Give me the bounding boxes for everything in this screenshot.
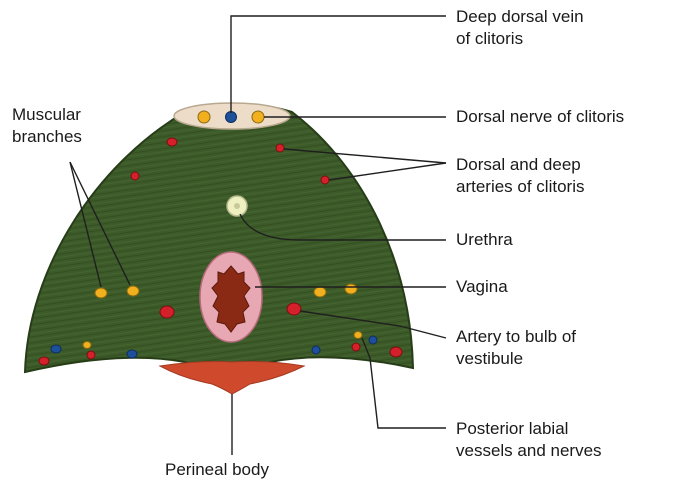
dorsal-nerve-right (252, 111, 264, 123)
artery-dot (167, 138, 177, 146)
label-line: Artery to bulb of (456, 326, 576, 348)
artery-to-bulb (287, 303, 301, 315)
nerve-dot (314, 287, 326, 297)
label-line: Muscular (12, 104, 82, 126)
artery-dot (276, 144, 284, 152)
label-posterior-labial: Posterior labial vessels and nerves (456, 418, 602, 462)
labial-artery (39, 357, 49, 365)
label-muscular-branches: Muscular branches (12, 104, 82, 148)
labial-artery (390, 347, 402, 357)
label-line: vestibule (456, 348, 576, 370)
muscular-branch-nerve (127, 286, 139, 296)
deep-dorsal-vein (226, 112, 237, 123)
label-deep-dorsal-vein: Deep dorsal vein of clitoris (456, 6, 584, 50)
urethra-lumen (234, 203, 240, 209)
label-artery-bulb: Artery to bulb of vestibule (456, 326, 576, 370)
labial-nerve (83, 342, 91, 349)
label-line: of clitoris (456, 28, 584, 50)
label-line: vessels and nerves (456, 440, 602, 462)
labial-artery (87, 351, 95, 359)
vagina-lumen (212, 266, 250, 332)
leader-deep-dorsal-vein (231, 16, 446, 113)
label-line: Deep dorsal vein (456, 6, 584, 28)
label-dorsal-deep-arteries: Dorsal and deep arteries of clitoris (456, 154, 584, 198)
perineal-body (160, 362, 304, 395)
labial-nerve (354, 332, 362, 339)
labial-vein (369, 336, 377, 344)
artery-dot (131, 172, 139, 180)
artery-dot (321, 176, 329, 184)
label-line: arteries of clitoris (456, 176, 584, 198)
label-line: branches (12, 126, 82, 148)
labial-vein (127, 350, 137, 358)
label-line: Dorsal and deep (456, 154, 584, 176)
label-urethra: Urethra (456, 229, 513, 251)
dorsal-nerve-left (198, 111, 210, 123)
artery-to-bulb (160, 306, 174, 318)
label-vagina: Vagina (456, 276, 508, 298)
label-dorsal-nerve: Dorsal nerve of clitoris (456, 106, 624, 128)
labial-vein (51, 345, 61, 353)
muscular-branch-nerve (95, 288, 107, 298)
nerve-dot (345, 284, 357, 294)
label-perineal-body: Perineal body (165, 459, 269, 481)
labial-artery (352, 343, 360, 351)
labial-vein (312, 346, 320, 354)
label-line: Posterior labial (456, 418, 602, 440)
